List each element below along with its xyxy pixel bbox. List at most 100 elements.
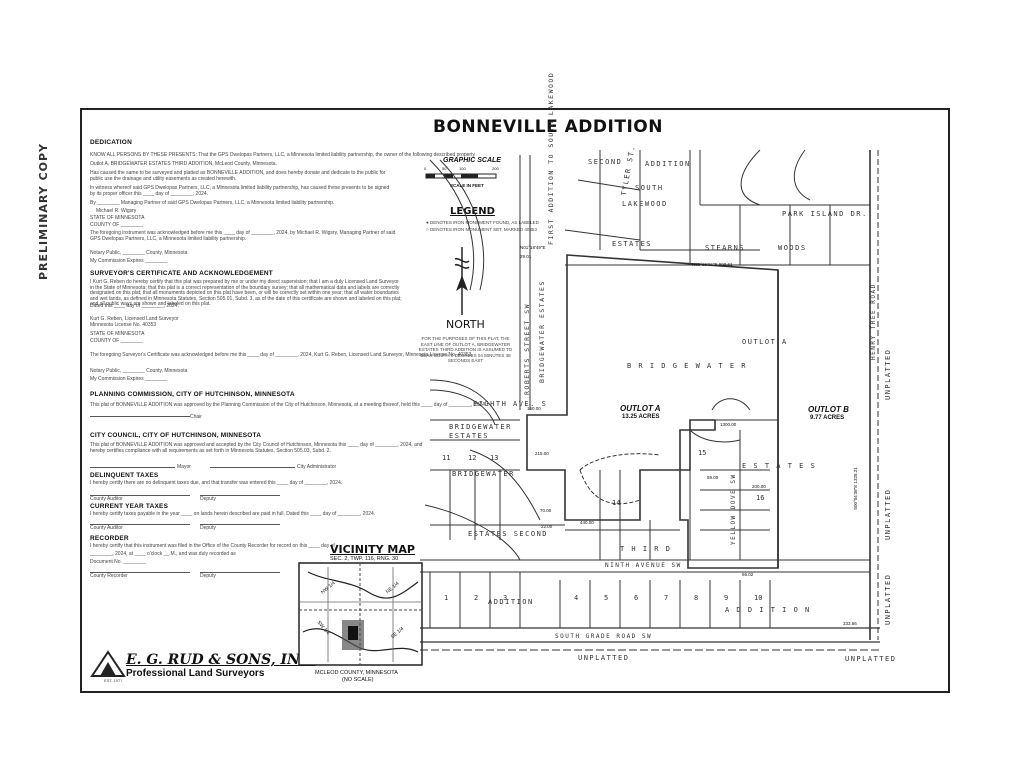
dedication-line4: In witness whereof said GPS Dwelopas Par… [90,185,390,197]
label-bridgewater-estates: BRIDGEWATER ESTATES [449,423,512,440]
set-monument-icon: ○ [426,227,429,232]
label-unplatted-4: UNPLATTED [884,488,892,540]
dedication-signer: Michael R. Wigsry [96,208,137,214]
label-woods: WOODS [778,244,807,252]
lot-number: 9 [724,594,728,602]
bearing-east: S00°04'38"E 1328.21 [853,467,858,510]
lot-number: 5 [604,594,608,602]
delinquent-auditor: County Auditor [90,496,123,502]
label-unplatted-1: UNPLATTED [578,654,630,662]
legend-item-2-label: DENOTES IRON MONUMENT SET, MARKED 40353 [429,227,537,232]
dedication-county: COUNTY OF ________ [90,222,143,228]
plat-title: BONNEVILLE ADDITION [433,117,663,137]
label-outlot-a: OUTLOT A [620,404,661,413]
lot-number: 11 [442,454,450,462]
label-bridgewater-s: BRIDGEWATER [452,470,515,478]
lot-number: 12 [468,454,476,462]
legend-item-1: ● DENOTES IRON MONUMENT FOUND, AS LABELE… [426,220,539,225]
legend-item-2: ○ DENOTES IRON MONUMENT SET, MARKED 4035… [426,227,537,232]
firm-name: E. G. RUD & SONS, INC. [126,652,316,668]
bearing-b9: 66.02 [742,572,754,577]
scale-bar [425,173,497,179]
recorder-name: County Recorder [90,573,128,579]
bearing-left-2: 29.01 [520,254,532,259]
label-outlot-b-area: 9.77 ACRES [810,415,845,421]
legend-item-1-label: DENOTES IRON MONUMENT FOUND, AS LABELED [429,220,539,225]
bearing-b1: 150.00 [527,406,541,411]
label-unplatted-3: UNPLATTED [884,348,892,400]
label-third: T H I R D [620,545,672,553]
lot-number: 4 [574,594,578,602]
surveyor-notary: Notary Public, ________ County, Minnesot… [90,368,188,374]
label-addition-top: ADDITION [645,160,691,168]
label-addition2: A D D I T I O N [725,606,811,614]
bearing-b2: 215.00 [535,451,549,456]
recorder-text3: Document No. ________ [90,559,146,565]
label-estates-n: ESTATES [612,240,653,248]
firm-tagline: Professional Land Surveyors [126,668,265,679]
council-text: This plat of BONNEVILLE ADDITION was app… [90,442,423,454]
dedication-line5: By ________ Managing Partner of said GPS… [90,200,335,206]
label-outlot-a-area: 13.25 ACRES [622,414,660,420]
bearing-b3: 1300.00 [720,422,737,427]
delinquent-deputy: Deputy [200,496,216,502]
dedication-state: STATE OF MINNESOTA [90,215,145,221]
bearing-b8: 22.00 [541,524,553,529]
current-auditor: County Auditor [90,525,123,531]
found-monument-icon: ● [426,220,429,225]
bearing-top: N89°29'06"E 990.61 [692,262,733,267]
label-yellow-dove: YELLOW DOVE SW [730,473,737,545]
label-unplatted-5: UNPLATTED [884,573,892,625]
label-park-island: PARK ISLAND DR. [782,210,868,218]
north-arrow-icon [454,247,470,315]
lot-number: 10 [754,594,762,602]
label-lakewood: LAKEWOOD [622,200,668,208]
label-estates: E S T A T E S [742,462,817,470]
label-estates-second: ESTATES SECOND [468,530,549,538]
lot-number: 2 [474,594,478,602]
scale-tick-3: 200 [492,166,499,171]
dedication-notary: Notary Public, ________ County, Minnesot… [90,250,188,256]
bearing-b6: 70.00 [540,508,552,513]
vicinity-subtitle: SEC. 2, TWP. 116, RNG. 30 [330,556,399,562]
vicinity-county: MCLEOD COUNTY, MINNESOTA [315,670,398,676]
surveyor-state: STATE OF MINNESOTA [90,331,145,337]
label-bridgewater-n: BRIDGEWATER ESTATES [538,280,546,383]
firm-est: EST. 1977 [104,678,123,683]
council-heading: CITY COUNCIL, CITY OF HUTCHINSON, MINNES… [90,432,262,439]
vicinity-map-drawing [298,562,423,666]
firm-logo-icon [90,650,126,677]
scale-tick-1: 50 [442,166,447,171]
lot-number: 8 [694,594,698,602]
legend-title: LEGEND [450,206,495,217]
surveyor-county: COUNTY OF ________ [90,338,143,344]
plat-frame [80,108,950,693]
bearing-bottom: 333.66 [843,621,857,626]
surveyor-text: I Kurt G. Reben do hereby certify that t… [90,279,402,307]
surveyor-dated: Dated this ____ day of ________, 2024. [90,303,179,309]
planning-text: This plat of BONNEVILLE ADDITION was app… [90,402,487,408]
recorder-text2: ________, 2024, at ____ o'clock __.M., a… [90,551,236,557]
bearing-b4: 440.00 [580,520,594,525]
scale-units: SCALE IN FEET [450,183,484,188]
label-second: SECOND [588,158,623,166]
label-south: SOUTH [635,184,664,192]
dedication-line2: Outlot A, BRIDGEWATER ESTATES THIRD ADDI… [90,161,277,167]
lot-number: 15 [698,449,706,457]
planning-heading: PLANNING COMMISSION, CITY OF HUTCHINSON,… [90,391,295,398]
bearing-left: N01°18'49"E [520,245,546,250]
label-first-addition: FIRST ADDITION TO SOUTH LAKEWOOD [547,71,555,245]
planning-chair: Chair [190,414,202,420]
label-outlot-a-top: OUTLOT A [742,338,788,346]
council-mayor: Mayor [177,464,191,470]
lot-number: 16 [756,494,764,502]
current-heading: CURRENT YEAR TAXES [90,503,169,510]
label-eighth: EIGHTH AVE. S [473,400,548,408]
recorder-text1: I hereby certify that this instrument wa… [90,543,335,549]
label-roberts: ROBERTS STREET SW [523,302,531,395]
lot-number: 3 [503,594,507,602]
vicinity-title: VICINITY MAP [330,543,415,556]
surveyor-license: Minnesota License No. 40353 [90,322,157,328]
dedication-line1: KNOW ALL PERSONS BY THESE PRESENTS: That… [90,152,475,158]
dedication-line3: Has caused the same to be surveyed and p… [90,170,386,182]
